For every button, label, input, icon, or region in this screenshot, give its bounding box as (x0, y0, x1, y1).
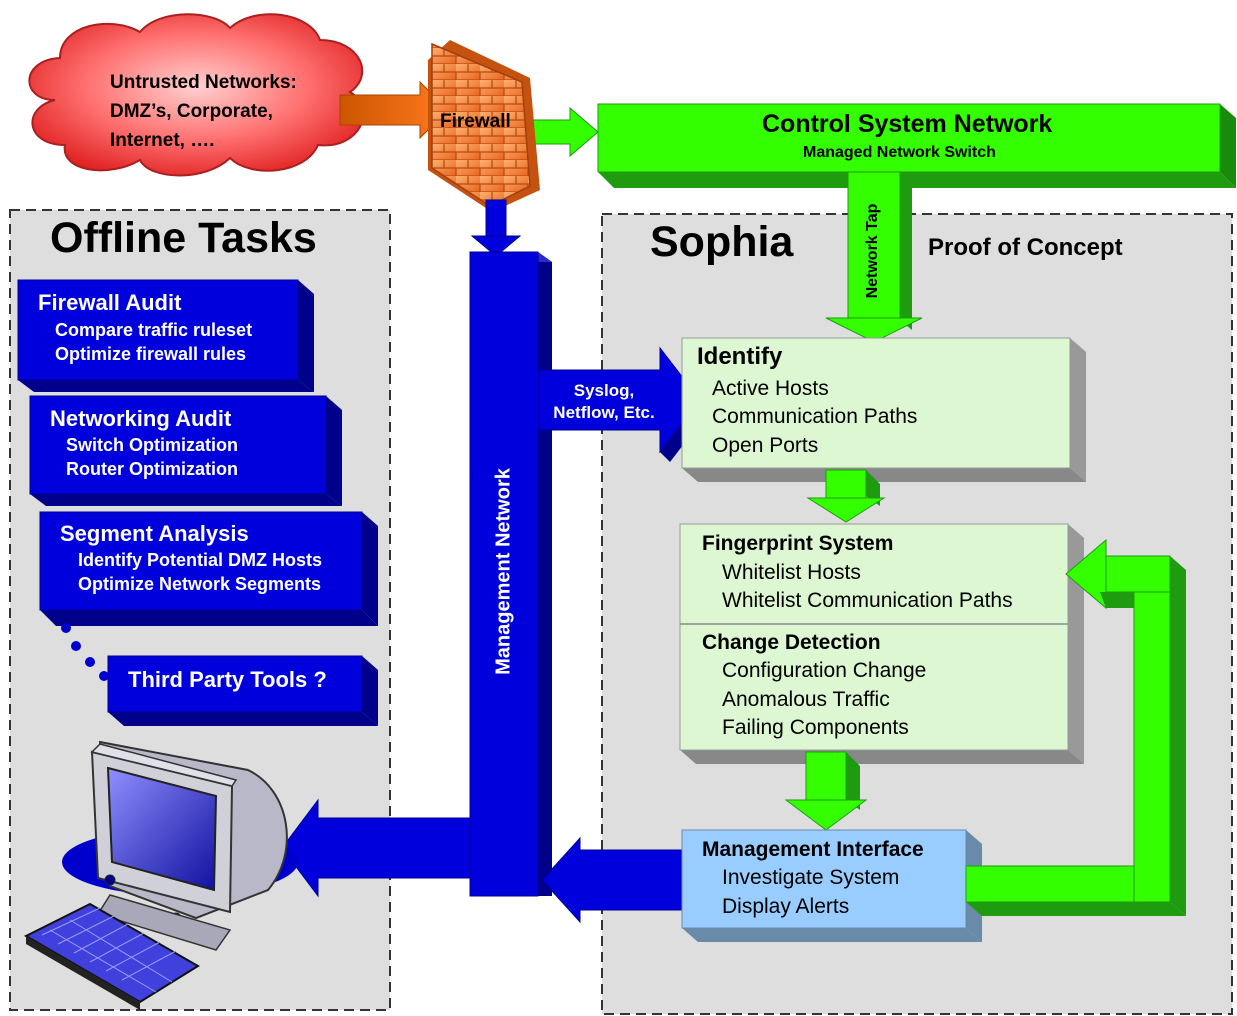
mgmt-interface-line: Display Alerts (722, 895, 850, 918)
segment-analysis-line: Optimize Network Segments (78, 574, 322, 594)
fingerprint-line: Whitelist Hosts (722, 561, 861, 584)
sophia-title: Sophia (650, 218, 794, 266)
firewall-label: Firewall (440, 111, 511, 132)
ellipsis-dots (61, 623, 109, 681)
change-detection-title: Change Detection (702, 631, 881, 654)
cloud-label: Untrusted Networks: DMZ’s, Corporate, In… (110, 68, 297, 155)
feedback-loop-arrow (965, 538, 1186, 916)
firewall-to-control-arrow (529, 106, 599, 158)
identify-to-fingerprint-arrow (806, 469, 886, 523)
network-tap-label: Network Tap (864, 203, 881, 299)
firewall-shape (428, 40, 540, 212)
computer-illustration (23, 740, 298, 1010)
sophia-subtitle: Proof of Concept (928, 234, 1123, 261)
segment-analysis-title: Segment Analysis (60, 521, 249, 546)
syslog-line: Syslog, (573, 381, 635, 400)
syslog-label: Syslog, Netflow, Etc. (544, 380, 664, 424)
mgmt-interface-box-shape (681, 829, 982, 942)
segment-analysis-box (39, 511, 363, 611)
firewall-audit-line: Optimize firewall rules (55, 344, 247, 364)
networking-audit-title: Networking Audit (50, 406, 232, 431)
offline-title: Offline Tasks (50, 214, 317, 262)
control-network-bar (597, 103, 1236, 188)
mgmt-interface-line: Investigate System (722, 866, 900, 889)
fingerprint-line: Whitelist Communication Paths (722, 589, 1013, 612)
detection-box-shape (679, 523, 1084, 764)
cloud-line: DMZ’s, Corporate, (110, 101, 273, 122)
firewall-audit-box (17, 279, 299, 381)
interface-to-mgmt-arrow (541, 836, 683, 924)
firewall-to-mgmt-arrow (470, 199, 522, 257)
identify-box-shape (681, 337, 1086, 482)
offline-box-shadows (18, 280, 378, 726)
firewall-audit-title: Firewall Audit (38, 290, 182, 315)
control-network-title: Control System Network (762, 110, 1053, 138)
identify-line: Active Hosts (712, 377, 829, 400)
networking-audit-box (29, 395, 327, 495)
segment-analysis-line: Identify Potential DMZ Hosts (78, 550, 323, 570)
networking-audit-line: Router Optimization (66, 459, 238, 479)
identify-line: Open Ports (712, 434, 819, 457)
fingerprint-title: Fingerprint System (702, 532, 894, 555)
cloud-line: Internet, …. (110, 130, 215, 151)
management-network-label: Management Network (492, 468, 515, 675)
change-detection-line: Anomalous Traffic (722, 688, 890, 711)
identify-line: Communication Paths (712, 405, 918, 428)
detection-to-interface-arrow (784, 751, 868, 831)
third-party-box (107, 655, 363, 713)
mgmt-to-computer-arrow (281, 798, 471, 898)
control-network-subtitle: Managed Network Switch (803, 144, 996, 161)
change-detection-line: Configuration Change (722, 659, 927, 682)
mgmt-interface-title: Management Interface (702, 838, 924, 861)
firewall-audit-line: Compare traffic ruleset (55, 320, 253, 340)
change-detection-line: Failing Components (722, 716, 909, 739)
cloud-line: Untrusted Networks: (110, 72, 297, 93)
syslog-line: Netflow, Etc. (553, 403, 655, 422)
network-tap-arrow (825, 171, 923, 343)
networking-audit-line: Switch Optimization (66, 435, 239, 455)
third-party-title: Third Party Tools ? (128, 667, 327, 692)
cloud-shape (28, 13, 365, 177)
identify-title: Identify (697, 343, 783, 370)
